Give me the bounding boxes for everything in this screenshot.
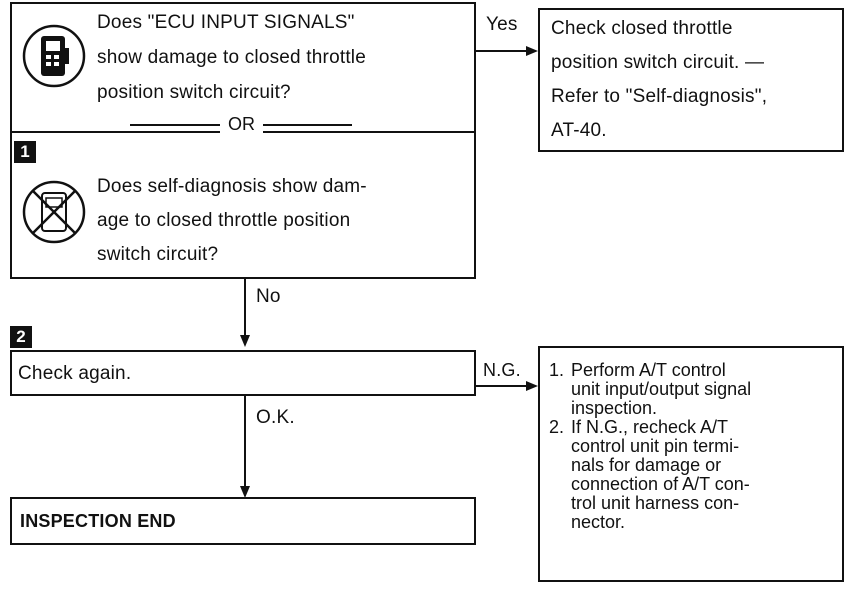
ng-action-box: [538, 346, 844, 582]
yes-action-line-1: Check closed throttle: [551, 18, 733, 39]
step1-question-1-line-1: Does "ECU INPUT SIGNALS": [97, 12, 355, 33]
ng-action-item-1-line-1: Perform A/T control: [571, 360, 726, 380]
yes-action-line-3: Refer to "Self-diagnosis",: [551, 86, 768, 107]
yes-connector-line: [476, 50, 528, 52]
consult-tester-icon: [20, 22, 88, 90]
no-tester-icon: [20, 178, 88, 246]
ng-action-list: 1. Perform A/T control unit input/output…: [549, 361, 751, 532]
yes-label: Yes: [486, 14, 518, 35]
or-label: OR: [220, 114, 263, 134]
ng-action-item-2-line-1: If N.G., recheck A/T: [571, 417, 729, 437]
step1-question-2-line-3: switch circuit?: [97, 244, 219, 265]
ng-action-item-2-line-2: control unit pin termi-: [571, 436, 740, 456]
ng-connector-line: [476, 385, 528, 387]
step2-badge: 2: [10, 326, 32, 348]
ng-action-item-1-line-3: inspection.: [571, 398, 658, 418]
no-arrowhead: [240, 335, 250, 347]
step1-question-2-line-1: Does self-diagnosis show dam-: [97, 176, 367, 197]
ng-action-item-1: 1. Perform A/T control unit input/output…: [549, 361, 751, 418]
ok-connector-line: [244, 396, 246, 488]
ng-action-item-2-line-3: nals for damage or: [571, 455, 722, 475]
or-rule-left: [130, 124, 220, 126]
yes-action-line-2: position switch circuit. —: [551, 52, 765, 73]
inspection-end-text: INSPECTION END: [20, 511, 176, 531]
step1-question-1-line-2: show damage to closed throttle: [97, 47, 366, 68]
step1-question-2-line-2: age to closed throttle position: [97, 210, 351, 231]
or-rule-right: [262, 124, 352, 126]
ng-action-item-1-line-2: unit input/output signal: [571, 379, 752, 399]
step2-box: [10, 350, 476, 396]
ng-action-item-2-line-5: trol unit harness con-: [571, 493, 740, 513]
inspection-end-box: [10, 497, 476, 545]
yes-action-box: [538, 8, 844, 152]
ok-label: O.K.: [256, 407, 295, 428]
step1-badge: 1: [14, 141, 36, 163]
ng-action-item-2-num: 2.: [549, 417, 565, 437]
step2-text: Check again.: [18, 363, 132, 384]
ng-action-item-1-num: 1.: [549, 360, 565, 380]
yes-arrowhead: [526, 46, 538, 56]
ng-label: N.G.: [483, 360, 521, 380]
ng-action-item-2: 2. If N.G., recheck A/T control unit pin…: [549, 418, 751, 532]
ng-action-item-2-line-6: nector.: [571, 512, 626, 532]
no-label: No: [256, 286, 281, 307]
ng-action-item-2-line-4: connection of A/T con-: [571, 474, 750, 494]
no-connector-line: [244, 279, 246, 337]
step1-question-1-line-3: position switch circuit?: [97, 82, 291, 103]
ok-arrowhead: [240, 486, 250, 498]
ng-arrowhead: [526, 381, 538, 391]
yes-action-line-4: AT-40.: [551, 120, 607, 141]
step1-box: [10, 2, 476, 279]
